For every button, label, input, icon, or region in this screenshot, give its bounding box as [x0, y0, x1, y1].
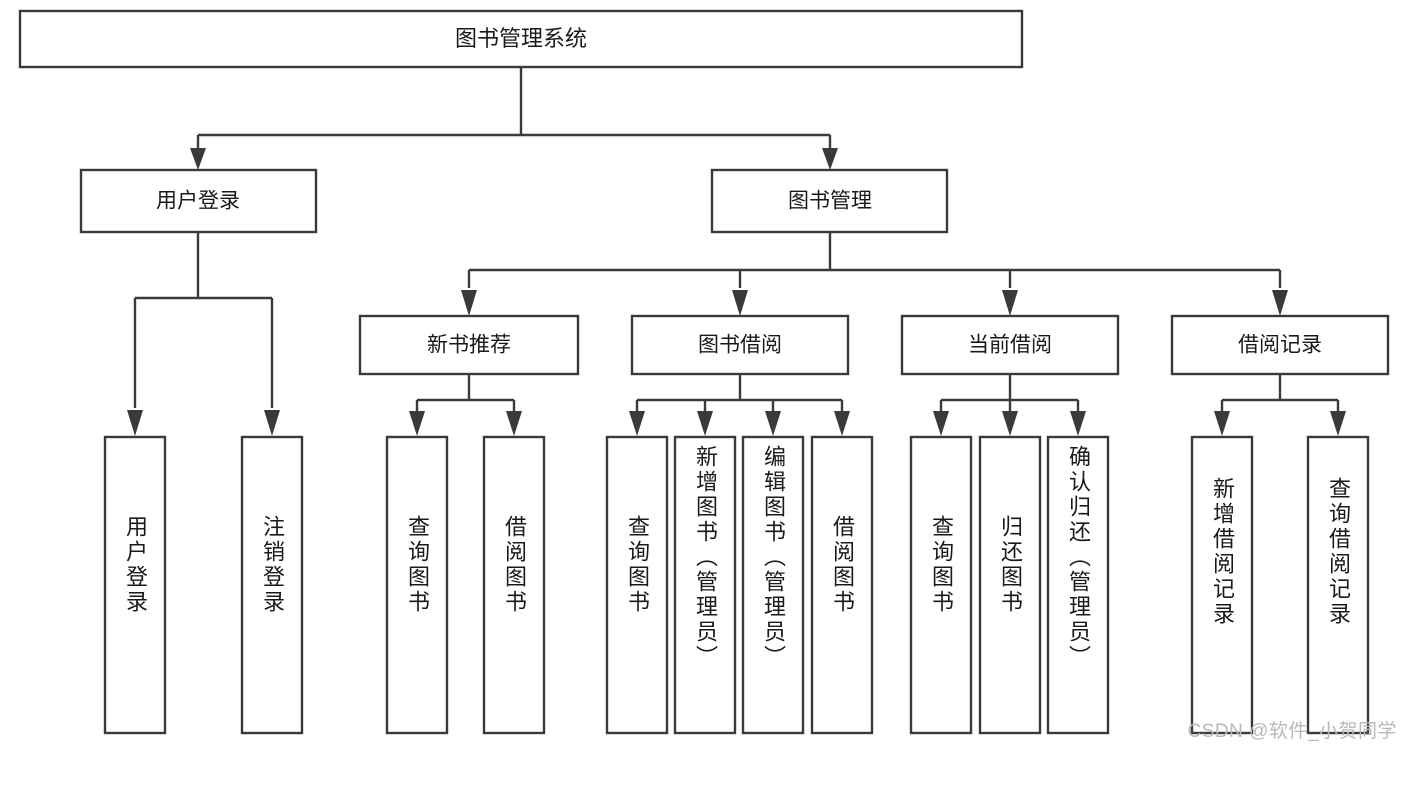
node-label-book-management: 图书管理 — [788, 190, 872, 213]
leaf-box-user-login-0[interactable] — [103, 435, 167, 735]
arrow-head-icon — [190, 148, 206, 170]
arrow-head-icon — [264, 410, 280, 436]
arrow-head-icon — [1002, 290, 1018, 316]
node-book-borrow[interactable]: 图书借阅 — [630, 314, 850, 376]
node-book-management[interactable]: 图书管理 — [710, 168, 949, 234]
watermark-text: CSDN @软件_小贺同学 — [1187, 721, 1397, 742]
node-new-book-recommend[interactable]: 新书推荐 — [358, 314, 580, 376]
connector-new-book-to-leaves — [409, 374, 522, 436]
arrow-head-icon — [765, 411, 781, 436]
node-label-new-book-recommend: 新书推荐 — [427, 334, 511, 357]
node-current-borrow[interactable]: 当前借阅 — [900, 314, 1120, 376]
connector-root-to-level2 — [190, 67, 838, 170]
flowchart-diagram: 图书管理系统 用户登录 图书管理 新书推荐 图书借阅 当前借阅 借阅记录 — [18, 9, 1397, 742]
leaf-box-current-borrow-2[interactable] — [1046, 435, 1110, 735]
leaf-box-book-borrow-3[interactable] — [810, 435, 874, 735]
arrow-head-icon — [822, 148, 838, 170]
node-label-current-borrow: 当前借阅 — [968, 334, 1052, 357]
arrow-head-icon — [834, 411, 850, 436]
leaf-box-book-borrow-2[interactable] — [741, 435, 805, 735]
arrow-head-icon — [127, 410, 143, 436]
node-label-root: 图书管理系统 — [455, 26, 587, 51]
arrow-head-icon — [1002, 411, 1018, 436]
node-user-login[interactable]: 用户登录 — [79, 168, 318, 234]
leaf-box-current-borrow-1[interactable] — [978, 435, 1042, 735]
connector-borrow-record-to-leaves — [1214, 374, 1346, 436]
node-label-user-login: 用户登录 — [156, 190, 240, 213]
leaf-box-new-book-0[interactable] — [385, 435, 449, 735]
connector-book-borrow-to-leaves — [629, 374, 850, 436]
arrow-head-icon — [933, 411, 949, 436]
node-label-book-borrow: 图书借阅 — [698, 334, 782, 357]
leaf-box-borrow-record-0[interactable] — [1190, 435, 1254, 735]
arrow-head-icon — [1330, 411, 1346, 436]
diagram-canvas: 图书管理系统 用户登录 图书管理 新书推荐 图书借阅 当前借阅 借阅记录 — [18, 9, 1390, 735]
arrow-head-icon — [461, 290, 477, 316]
arrow-head-icon — [629, 411, 645, 436]
leaf-box-current-borrow-0[interactable] — [909, 435, 973, 735]
leaf-box-book-borrow-0[interactable] — [605, 435, 669, 735]
arrow-head-icon — [1070, 411, 1086, 436]
leaf-box-new-book-1[interactable] — [482, 435, 546, 735]
arrow-head-icon — [1272, 290, 1288, 316]
arrow-head-icon — [506, 411, 522, 436]
arrow-head-icon — [409, 411, 425, 436]
arrow-head-icon — [732, 290, 748, 316]
arrow-head-icon — [1214, 411, 1230, 436]
arrow-head-icon — [697, 411, 713, 436]
connector-book-mgmt-to-level3 — [461, 232, 1288, 316]
leaf-box-book-borrow-1[interactable] — [673, 435, 737, 735]
leaf-box-user-login-1[interactable] — [240, 435, 304, 735]
connector-current-borrow-to-leaves — [933, 374, 1086, 436]
node-borrow-record[interactable]: 借阅记录 — [1170, 314, 1390, 376]
leaf-box-borrow-record-1[interactable] — [1306, 435, 1370, 735]
node-label-borrow-record: 借阅记录 — [1238, 334, 1322, 357]
node-root-system[interactable]: 图书管理系统 — [18, 9, 1024, 69]
connector-user-login-to-leaves — [127, 232, 280, 436]
